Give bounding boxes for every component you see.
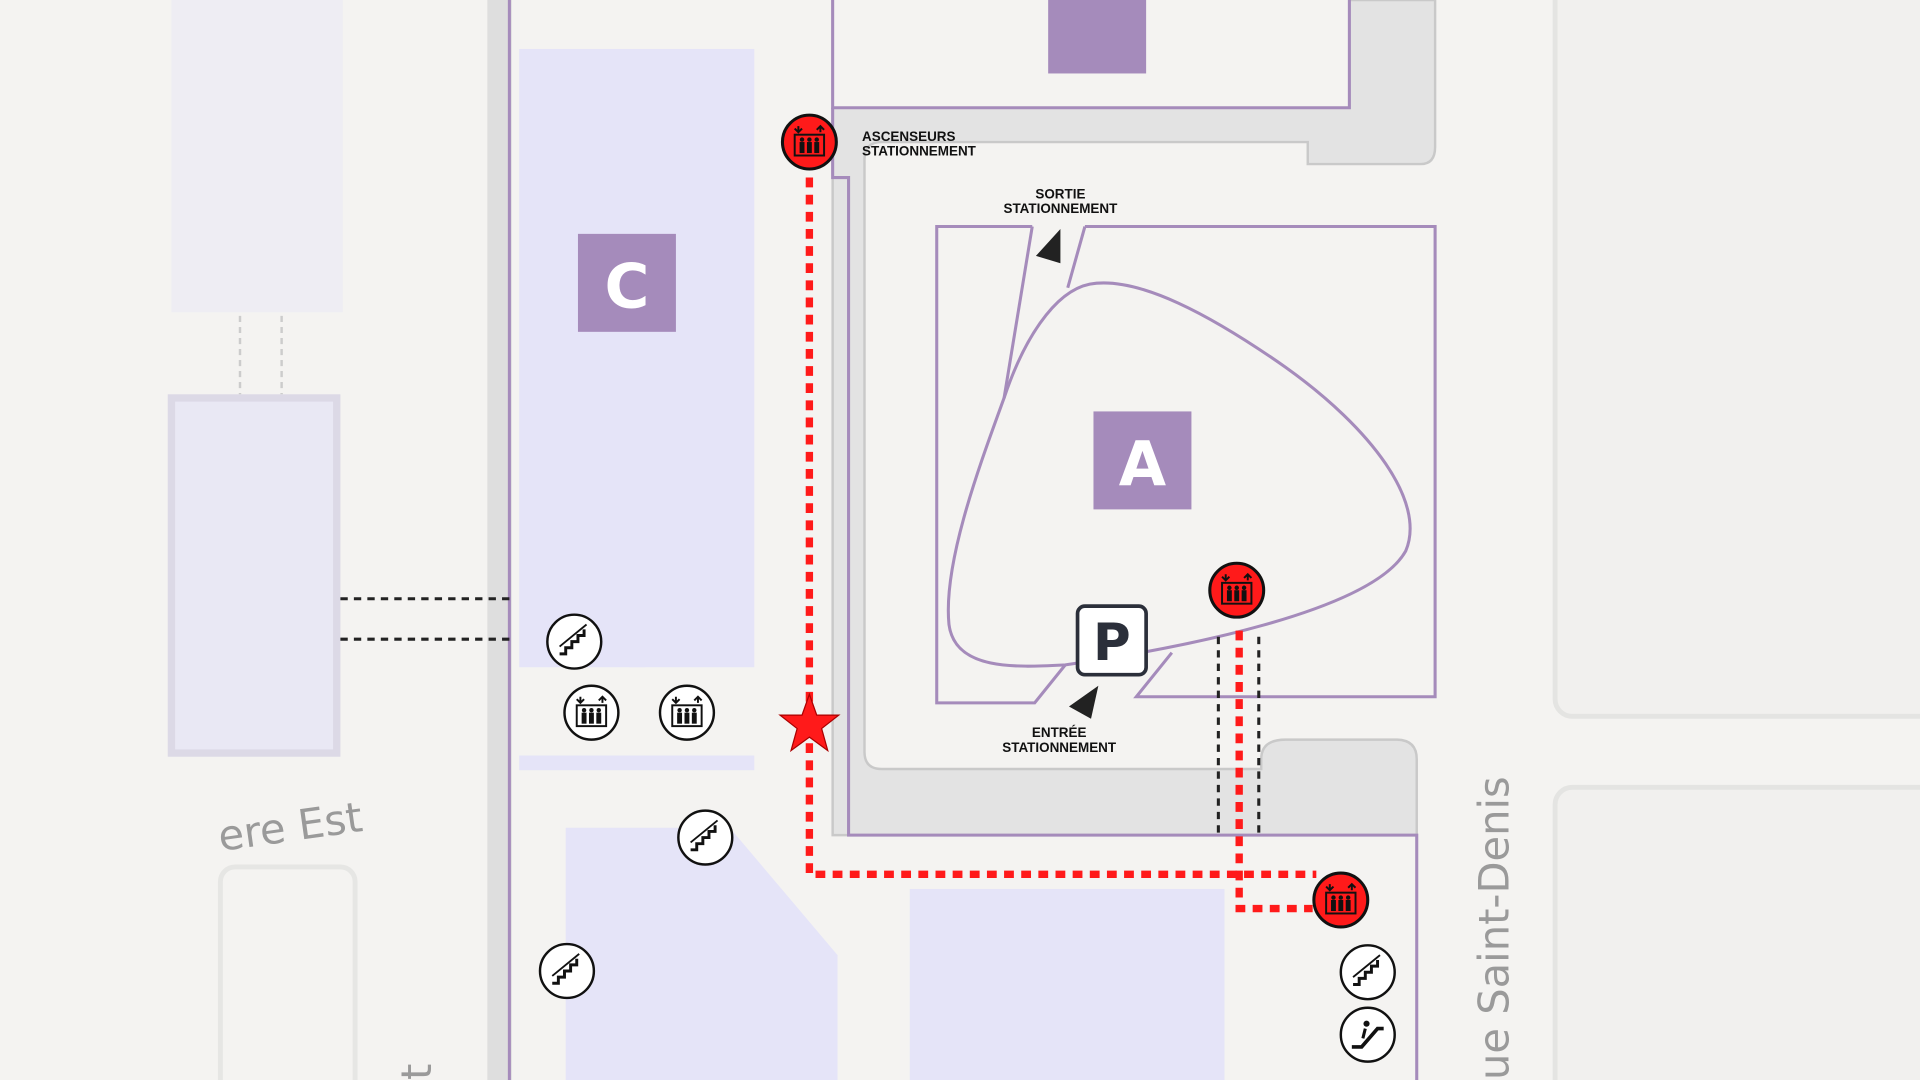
elevator-icon[interactable]: [658, 684, 716, 741]
elevator-icon[interactable]: [1208, 561, 1266, 619]
elevator-icon[interactable]: [1312, 871, 1370, 929]
elevators-label: ASCENSEURS: [862, 129, 955, 144]
parking-structure: [935, 225, 1437, 705]
stairs-icon[interactable]: [676, 809, 734, 866]
star-icon: [778, 692, 841, 753]
entry-label: ENTRÉE: [1032, 725, 1087, 740]
entry-arrow-icon: [1068, 685, 1099, 719]
elevator-icon[interactable]: [563, 684, 620, 741]
building-c-label: C: [604, 251, 649, 322]
street-label-left: ere Est: [215, 792, 365, 861]
zones: [519, 48, 1225, 1080]
exit-label-2: STATIONNEMENT: [1003, 201, 1118, 216]
escalator-icon[interactable]: [1339, 1006, 1396, 1063]
street-label-right: ue Saint-Denis: [1470, 776, 1519, 1080]
stairs-icon[interactable]: [538, 942, 596, 1000]
parking-label: P: [1093, 613, 1131, 673]
background-blocks: [167, 0, 1920, 1080]
elevator-icon[interactable]: [780, 113, 838, 171]
exit-label: SORTIE: [1035, 186, 1085, 201]
building-a-label: A: [1119, 429, 1167, 500]
parking-icon[interactable]: P: [1075, 604, 1148, 677]
exit-arrow-icon: [1035, 228, 1061, 264]
elevators-label-2: STATIONNEMENT: [862, 144, 977, 159]
route-path: [805, 177, 1317, 913]
building-top: [1048, 0, 1147, 74]
stairs-icon[interactable]: [1339, 943, 1397, 1001]
passages: [340, 597, 1261, 836]
building-a[interactable]: [1093, 411, 1192, 510]
stairs-icon[interactable]: [545, 613, 603, 671]
entry-label-2: STATIONNEMENT: [1002, 740, 1117, 755]
street-label-bottom: t: [392, 1064, 441, 1080]
building-c[interactable]: [577, 233, 676, 332]
